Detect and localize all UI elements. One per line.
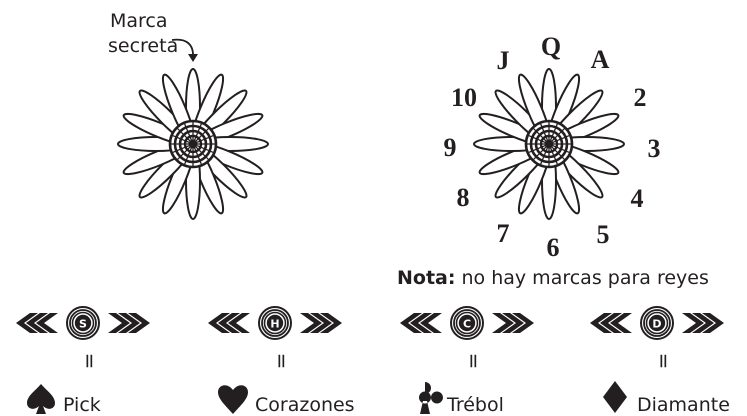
rank-label-8: 8 (457, 183, 470, 212)
chevrons-right-icon (492, 313, 534, 333)
right-flower (473, 68, 625, 220)
suit-column: H = Corazones (208, 306, 355, 416)
rank-label-6: 6 (547, 233, 560, 262)
rank-label-a: A (591, 45, 610, 74)
suit-column: S = Pick (16, 306, 150, 416)
note-text: no hay marcas para reyes (455, 267, 708, 289)
left-flower (117, 68, 269, 220)
chevrons-left-icon (590, 313, 632, 333)
chevrons-left-icon (400, 313, 442, 333)
target-rings-icon (450, 306, 484, 340)
chevrons-right-icon (300, 313, 342, 333)
rank-label-j: J (497, 46, 510, 75)
equals-sign: = (78, 353, 102, 370)
club-icon (419, 382, 443, 414)
suit-name: Corazones (255, 394, 355, 416)
diamond-icon (603, 381, 627, 413)
equals-sign: = (270, 353, 294, 370)
equals-sign: = (462, 353, 486, 370)
rank-label-10: 10 (451, 83, 477, 112)
suit-letter: S (79, 318, 87, 331)
callout-line-1: Marca (110, 10, 168, 32)
rank-label-9: 9 (444, 133, 457, 162)
suit-letter: D (652, 318, 661, 331)
note-label: Nota: (397, 267, 455, 289)
suit-column: C = Trébol (400, 306, 534, 416)
suit-name: Diamante (637, 394, 730, 416)
spade-icon (27, 384, 55, 414)
suit-name: Pick (63, 394, 101, 416)
clock-labels: Q A 2 3 4 5 6 7 8 9 10 J (444, 32, 661, 262)
suit-letter: C (463, 318, 471, 331)
suit-column: D = Diamante (590, 306, 730, 416)
rank-label-7: 7 (497, 219, 510, 248)
callout-arrowhead (188, 54, 198, 62)
rank-label-4: 4 (631, 184, 644, 213)
rank-label-5: 5 (597, 220, 610, 249)
note: Nota: no hay marcas para reyes (397, 267, 709, 289)
chevrons-right-icon (108, 313, 150, 333)
equals-sign: = (652, 353, 676, 370)
rank-label-3: 3 (648, 134, 661, 163)
heart-icon (218, 385, 248, 414)
callout-line-2: secreta (108, 35, 178, 57)
target-rings-icon (258, 306, 292, 340)
target-rings-icon (66, 306, 100, 340)
rank-label-q: Q (541, 32, 561, 61)
target-rings-icon (640, 306, 674, 340)
chevrons-left-icon (208, 313, 250, 333)
suit-letter: H (270, 318, 279, 331)
suit-legend: S = Pick H = Corazones C = Trébol D = Diamante (16, 306, 730, 416)
suit-name: Trébol (446, 394, 504, 416)
chevrons-right-icon (682, 313, 724, 333)
rank-label-2: 2 (634, 83, 647, 112)
chevrons-left-icon (16, 313, 58, 333)
